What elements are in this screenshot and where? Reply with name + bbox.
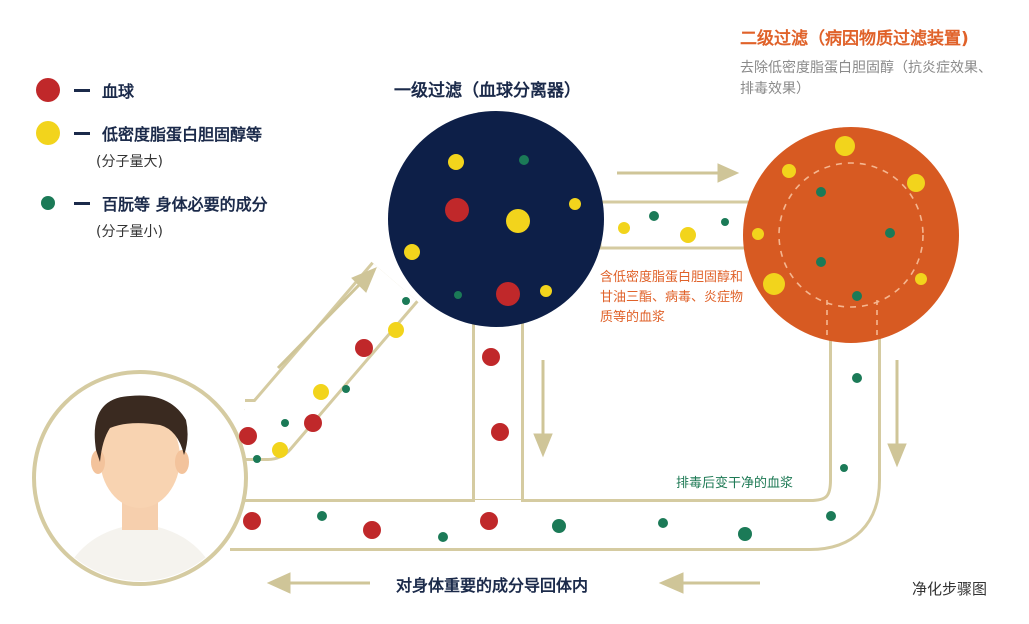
- arrow-left-1: [266, 572, 370, 594]
- yellow-dot-icon: [36, 121, 60, 145]
- particle-yellow: [618, 222, 630, 234]
- particle-green: [342, 385, 350, 393]
- particle-yellow: [835, 136, 855, 156]
- particle-red: [239, 427, 257, 445]
- legend-item-ldl: 低密度脂蛋白胆固醇等: [36, 121, 262, 145]
- particle-green: [885, 228, 895, 238]
- stage2-inner-ring: [778, 162, 924, 308]
- particle-yellow: [752, 228, 764, 240]
- particle-red: [496, 282, 520, 306]
- particle-green: [738, 527, 752, 541]
- particle-yellow: [506, 209, 530, 233]
- particle-green: [816, 187, 826, 197]
- dash-icon: [74, 88, 90, 92]
- legend-label-ldl: 低密度脂蛋白胆固醇等: [102, 125, 263, 144]
- stage2-description: 去除低密度脂蛋白胆固醇（抗炎症效果、排毒效果）: [740, 60, 992, 97]
- arrow-up-right: [276, 267, 377, 370]
- particle-yellow: [540, 285, 552, 297]
- face: [100, 408, 180, 508]
- red-dot-icon: [36, 78, 60, 102]
- stage1-title: 一级过滤（血球分离器）: [394, 81, 581, 101]
- particle-yellow: [915, 273, 927, 285]
- figure-caption: 净化步骤图: [912, 580, 988, 598]
- particles: [239, 136, 927, 542]
- patient: [32, 370, 248, 586]
- particle-green: [816, 257, 826, 267]
- legend-item-blood-cell: 血球: [36, 78, 134, 102]
- particle-green: [438, 532, 448, 542]
- legend-item-albumin: 百朊等 身体必要的成分: [36, 191, 268, 215]
- green-dot-icon: [41, 196, 55, 210]
- particle-green: [840, 464, 848, 472]
- particle-red: [482, 348, 500, 366]
- particle-yellow: [313, 384, 329, 400]
- particle-green: [552, 519, 566, 533]
- particle-red: [304, 414, 322, 432]
- particle-green: [253, 455, 261, 463]
- particle-green: [852, 291, 862, 301]
- particle-red: [243, 512, 261, 530]
- particle-green: [454, 291, 462, 299]
- particle-red: [480, 512, 498, 530]
- particle-yellow: [272, 442, 288, 458]
- arrow-down-right: [887, 360, 907, 468]
- particle-yellow: [388, 322, 404, 338]
- particle-green: [721, 218, 729, 226]
- particle-green: [852, 373, 862, 383]
- particle-green: [281, 419, 289, 427]
- stage2-filter: [743, 127, 959, 343]
- hair: [94, 395, 188, 462]
- particle-yellow: [680, 227, 696, 243]
- particle-green: [317, 511, 327, 521]
- particle-red: [491, 423, 509, 441]
- particle-yellow: [782, 164, 796, 178]
- flow-arrows: [266, 163, 907, 594]
- particle-yellow: [404, 244, 420, 260]
- legend-label-blood-cell: 血球: [102, 82, 135, 101]
- clean-plasma-note: 排毒后变干净的血浆: [676, 476, 794, 491]
- particle-red: [355, 339, 373, 357]
- arrow-left-2: [658, 572, 760, 594]
- particle-red: [363, 521, 381, 539]
- particle-green: [826, 511, 836, 521]
- return-to-body-text: 对身体重要的成分导回体内: [396, 576, 589, 595]
- particle-red: [445, 198, 469, 222]
- particle-yellow: [448, 154, 464, 170]
- particle-green: [402, 297, 410, 305]
- particle-green: [658, 518, 668, 528]
- legend-label-albumin: 百朊等 身体必要的成分: [102, 195, 268, 214]
- particle-yellow: [763, 273, 785, 295]
- particle-green: [649, 211, 659, 221]
- arrow-down-left: [533, 360, 553, 458]
- dash-icon: [74, 201, 90, 205]
- stage2-title: 二级过滤（病因物质过滤装置): [740, 29, 969, 49]
- legend-note-albumin: (分子量小): [96, 224, 163, 240]
- stage1-filter: [388, 111, 604, 327]
- shirt: [60, 524, 220, 581]
- legend-note-ldl: (分子量大): [96, 154, 163, 170]
- particle-green: [519, 155, 529, 165]
- dash-icon: [74, 131, 90, 135]
- arrow-right: [617, 163, 740, 183]
- particle-yellow: [569, 198, 581, 210]
- plasma-with-toxins-note: 含低密度脂蛋白胆固醇和甘油三酯、病毒、炎症物质等的血浆: [600, 270, 744, 325]
- particle-yellow: [907, 174, 925, 192]
